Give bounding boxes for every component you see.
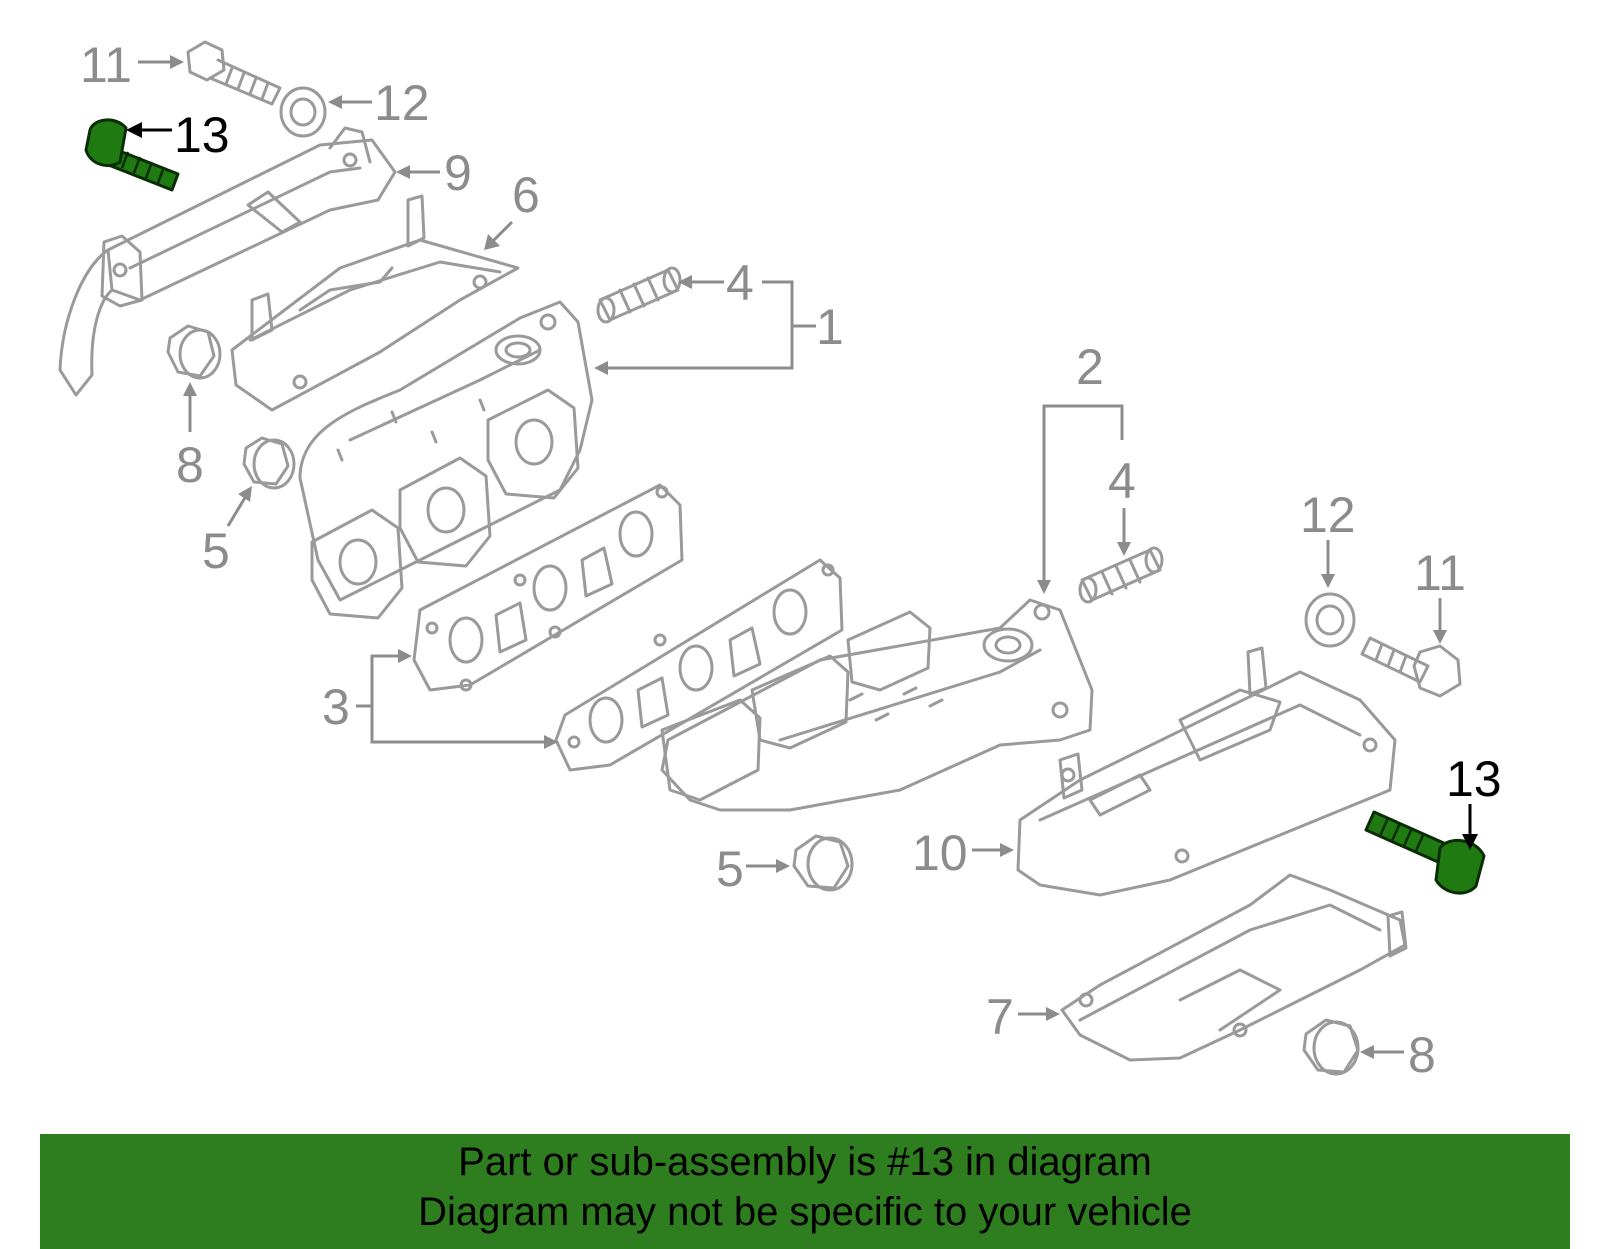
part-13-bolt-top-highlighted[interactable] xyxy=(84,118,180,192)
part-10-heat-shield-lower[interactable] xyxy=(1016,646,1397,897)
part-5-nut-left[interactable] xyxy=(242,436,296,490)
info-banner: Part or sub-assembly is #13 in diagram D… xyxy=(40,1134,1570,1249)
callout-12-right: 12 xyxy=(1300,487,1356,543)
part-12-washer-right[interactable] xyxy=(1304,592,1356,648)
callout-8-left: 8 xyxy=(176,437,204,493)
banner-disclaimer-line: Diagram may not be specific to your vehi… xyxy=(418,1190,1192,1234)
part-12-washer-top[interactable] xyxy=(279,86,327,138)
part-5-nut-lower[interactable] xyxy=(792,834,854,892)
callout-10: 10 xyxy=(912,825,968,881)
callout-6: 6 xyxy=(512,167,540,223)
callout-12-top: 12 xyxy=(374,75,430,131)
callout-1: 1 xyxy=(816,299,844,355)
callout-labels: 11 12 13 9 6 4 1 2 8 4 12 5 11 3 13 10 5… xyxy=(80,37,1502,1083)
callout-9: 9 xyxy=(444,145,472,201)
part-3-gasket-right[interactable] xyxy=(554,558,844,772)
highlight-leader-lines xyxy=(126,122,1478,850)
leader-lines xyxy=(138,55,1447,1059)
part-1-exhaust-manifold-left[interactable] xyxy=(298,300,594,620)
part-2-exhaust-manifold-right[interactable] xyxy=(660,598,1094,812)
callout-5-left: 5 xyxy=(202,523,230,579)
part-13-bolt-right-highlighted[interactable] xyxy=(1364,810,1486,895)
callout-11-right: 11 xyxy=(1414,545,1466,601)
callout-4-lower: 4 xyxy=(1108,453,1136,509)
part-11-bolt-right[interactable] xyxy=(1360,636,1462,698)
callout-13-right: 13 xyxy=(1446,751,1502,807)
part-8-nut-left[interactable] xyxy=(166,324,222,380)
part-3-gasket-left[interactable] xyxy=(412,483,684,692)
callout-11-top: 11 xyxy=(80,37,132,93)
callout-8-lower: 8 xyxy=(1408,1027,1436,1083)
part-8-nut-lower[interactable] xyxy=(1302,1018,1360,1076)
part-11-bolt-top[interactable] xyxy=(186,40,282,106)
part-7-heat-shield-bottom[interactable] xyxy=(1060,873,1408,1062)
callout-5-lower: 5 xyxy=(716,841,744,897)
callout-13-top: 13 xyxy=(174,107,230,163)
callout-4-upper: 4 xyxy=(726,255,754,311)
part-4-stud-upper[interactable] xyxy=(596,266,682,324)
callout-3: 3 xyxy=(322,679,350,735)
part-9-heat-shield-upper[interactable] xyxy=(58,126,397,397)
part-4-stud-lower[interactable] xyxy=(1078,546,1164,604)
callout-7: 7 xyxy=(986,989,1014,1045)
part-6-heat-shield[interactable] xyxy=(230,194,520,412)
banner-part-line: Part or sub-assembly is #13 in diagram xyxy=(458,1140,1152,1184)
callout-2: 2 xyxy=(1076,339,1104,395)
